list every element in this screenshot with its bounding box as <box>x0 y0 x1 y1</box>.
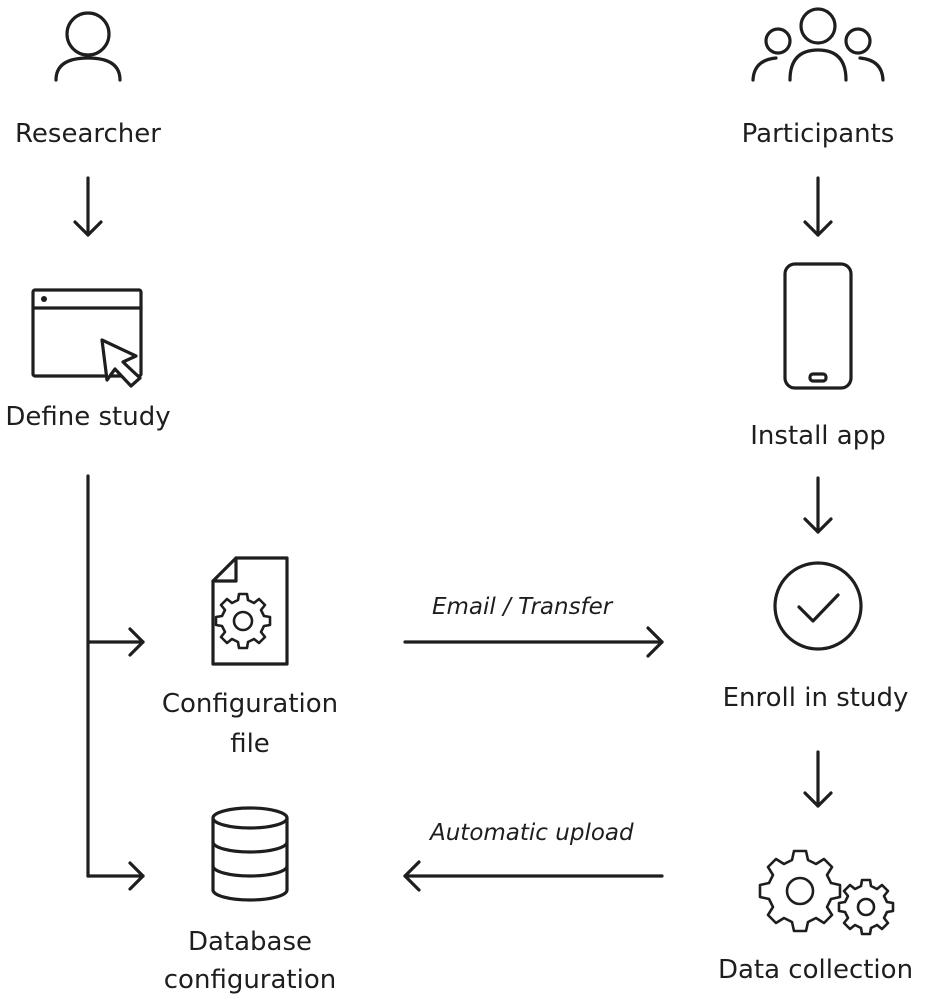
arrow-install-to-enroll <box>803 476 833 534</box>
branch-connector <box>86 474 145 891</box>
database-icon <box>211 806 289 902</box>
database-configuration-label-line2: configuration <box>163 965 337 995</box>
gear-document-icon <box>211 556 289 666</box>
configuration-file-label-line2: file <box>230 729 270 759</box>
database-configuration-label-line1: Database <box>187 927 313 957</box>
arrow-transfer <box>403 626 664 658</box>
gears-icon <box>758 849 895 936</box>
researcher-label: Researcher <box>15 119 161 149</box>
upload-edge-label: Automatic upload <box>430 820 634 846</box>
browser-window-cursor-icon <box>31 288 143 388</box>
arrow-researcher-to-define-study <box>73 176 103 237</box>
enroll-label: Enroll in study <box>722 683 909 713</box>
participants-label: Participants <box>741 119 895 149</box>
group-icon <box>751 7 885 82</box>
data-collection-label: Data collection <box>717 955 914 985</box>
arrow-enroll-to-data-collection <box>803 750 833 808</box>
define-study-label: Define study <box>5 402 171 432</box>
checkmark-circle-icon <box>773 561 863 651</box>
configuration-file-label-line1: Configuration <box>161 689 339 719</box>
person-icon <box>54 11 122 82</box>
smartphone-icon <box>783 262 853 390</box>
arrow-upload <box>403 860 664 892</box>
install-app-label: Install app <box>750 421 886 451</box>
arrow-participants-to-install-app <box>803 176 833 237</box>
transfer-edge-label: Email / Transfer <box>432 594 613 620</box>
